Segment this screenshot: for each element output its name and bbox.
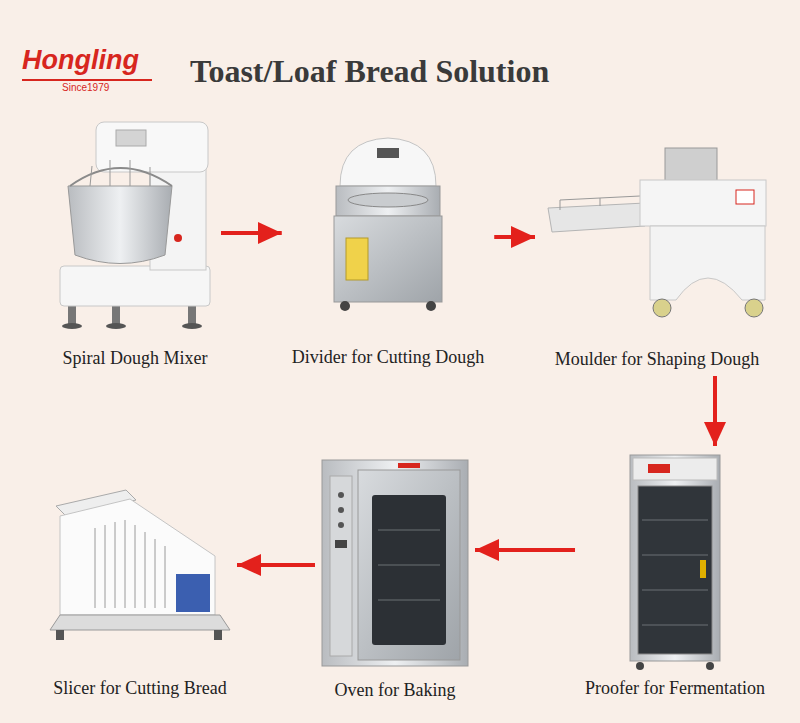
- flow-arrow: [237, 563, 315, 567]
- flow-arrow: [221, 231, 282, 235]
- proofer-station: Proofer for Fermentation: [581, 452, 769, 699]
- divider-picture: [334, 138, 442, 311]
- oven-station: Oven for Baking: [321, 458, 469, 701]
- logo-since: Since1979: [62, 82, 109, 94]
- moulder-picture: [548, 148, 766, 317]
- logo-text: Hongling: [22, 46, 139, 74]
- flow-arrow: [494, 235, 535, 239]
- title: Toast/Loaf Bread Solution: [190, 52, 549, 90]
- slicer-picture: [50, 490, 230, 640]
- oven-picture: [322, 460, 468, 666]
- machine-label: Slicer for Cutting Bread: [49, 677, 231, 699]
- machine-label: Moulder for Shaping Dough: [541, 348, 773, 370]
- machine-label: Oven for Baking: [321, 679, 469, 701]
- machine-label: Spiral Dough Mixer: [55, 347, 215, 369]
- mixer-picture: [60, 122, 210, 329]
- divider-station: Divider for Cutting Dough: [288, 138, 488, 368]
- mixer-station: Spiral Dough Mixer: [55, 118, 215, 369]
- flow-arrow: [475, 548, 575, 552]
- slicer-station: Slicer for Cutting Bread: [49, 488, 231, 699]
- logo-underline: [22, 79, 152, 81]
- machine-label: Divider for Cutting Dough: [288, 346, 488, 368]
- moulder-station: Moulder for Shaping Dough: [541, 142, 773, 370]
- proofer-picture: [630, 455, 720, 670]
- machine-label: Proofer for Fermentation: [581, 677, 769, 699]
- flow-arrow: [713, 376, 717, 446]
